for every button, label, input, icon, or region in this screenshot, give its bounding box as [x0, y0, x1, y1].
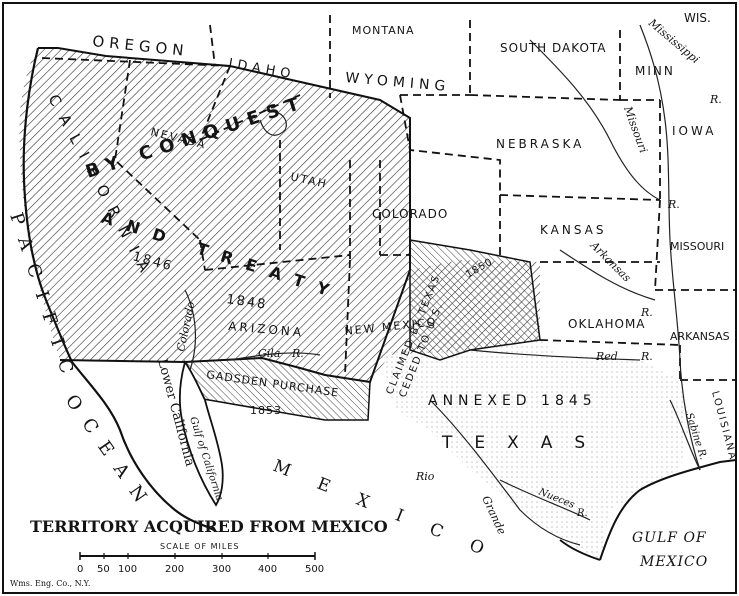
label-iowa: IOWA [672, 124, 716, 138]
label-gila-river: Gila [258, 347, 280, 360]
label-louisiana: LOUISIANA [709, 390, 738, 462]
label-gulf-of-mexico-2: MEXICO [639, 554, 708, 570]
label-oklahoma: OKLAHOMA [568, 317, 646, 331]
label-minnesota: MINN [635, 64, 675, 78]
label-red-river: Red [595, 350, 618, 363]
label-gila-r: R. [291, 347, 304, 360]
scale-tick-50: 50 [97, 564, 110, 575]
label-south-dakota: SOUTH DAKOTA [500, 41, 607, 55]
scale-bar [79, 552, 316, 560]
texas-region [380, 340, 690, 560]
scale-tick-500: 500 [305, 564, 324, 575]
label-nebraska: NEBRASKA [496, 137, 584, 151]
label-montana: MONTANA [352, 24, 415, 37]
label-sabine: Sabine R. [683, 412, 709, 462]
pacific-coastline [22, 47, 215, 531]
label-annexed: ANNEXED 1845 [428, 393, 597, 409]
state-boundaries [41, 15, 736, 381]
label-arkansas-r: R. [640, 306, 653, 319]
label-missouri-river: Missouri [621, 104, 650, 155]
map-title: TERRITORY ACQUIRED FROM MEXICO [30, 517, 388, 536]
gadsden-region [179, 357, 371, 421]
label-colorado: COLORADO [372, 207, 448, 221]
label-missouri: MISSOURI [670, 240, 724, 253]
engraver-credit: Wms. Eng. Co., N.Y. [10, 579, 90, 588]
label-red-r: R. [640, 350, 653, 363]
scale-tick-300: 300 [212, 564, 231, 575]
scale-tick-200: 200 [165, 564, 184, 575]
scale-label: SCALE OF MILES [160, 542, 239, 551]
scale-tick-400: 400 [258, 564, 277, 575]
label-grande: Grande [479, 494, 508, 537]
label-rio: Rio [415, 470, 435, 483]
scale-tick-0: 0 [77, 564, 83, 575]
label-gadsden-year: 1853 [250, 404, 282, 417]
label-missouri-r: R. [667, 198, 680, 211]
scale-tick-100: 100 [118, 564, 137, 575]
label-wyoming: WYOMING [345, 70, 451, 95]
label-year-1848: 1848 [225, 292, 268, 313]
gulf-of-california-shore [178, 359, 224, 507]
label-wisconsin: WIS. [684, 11, 711, 25]
label-arkansas: ARKANSAS [670, 330, 730, 343]
label-mississippi-r: R. [709, 93, 722, 106]
label-arizona: ARIZONA [228, 319, 305, 340]
gulf-coastline [599, 459, 737, 561]
label-nueces-r: R. [576, 508, 588, 519]
label-kansas: KANSAS [540, 223, 607, 237]
label-texas: TEXAS [441, 433, 607, 453]
label-gulf-of-mexico-1: GULF OF [632, 530, 707, 546]
rivers [184, 24, 701, 546]
